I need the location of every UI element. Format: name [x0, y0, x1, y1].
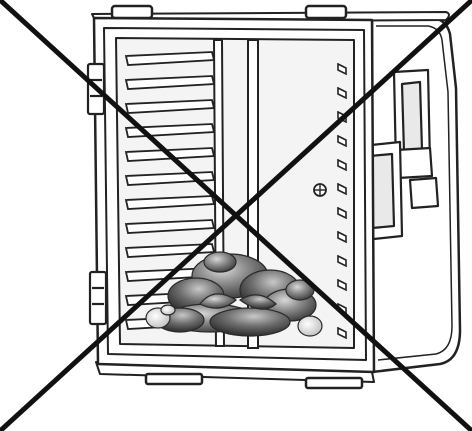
vent-knob-icon — [314, 184, 326, 196]
